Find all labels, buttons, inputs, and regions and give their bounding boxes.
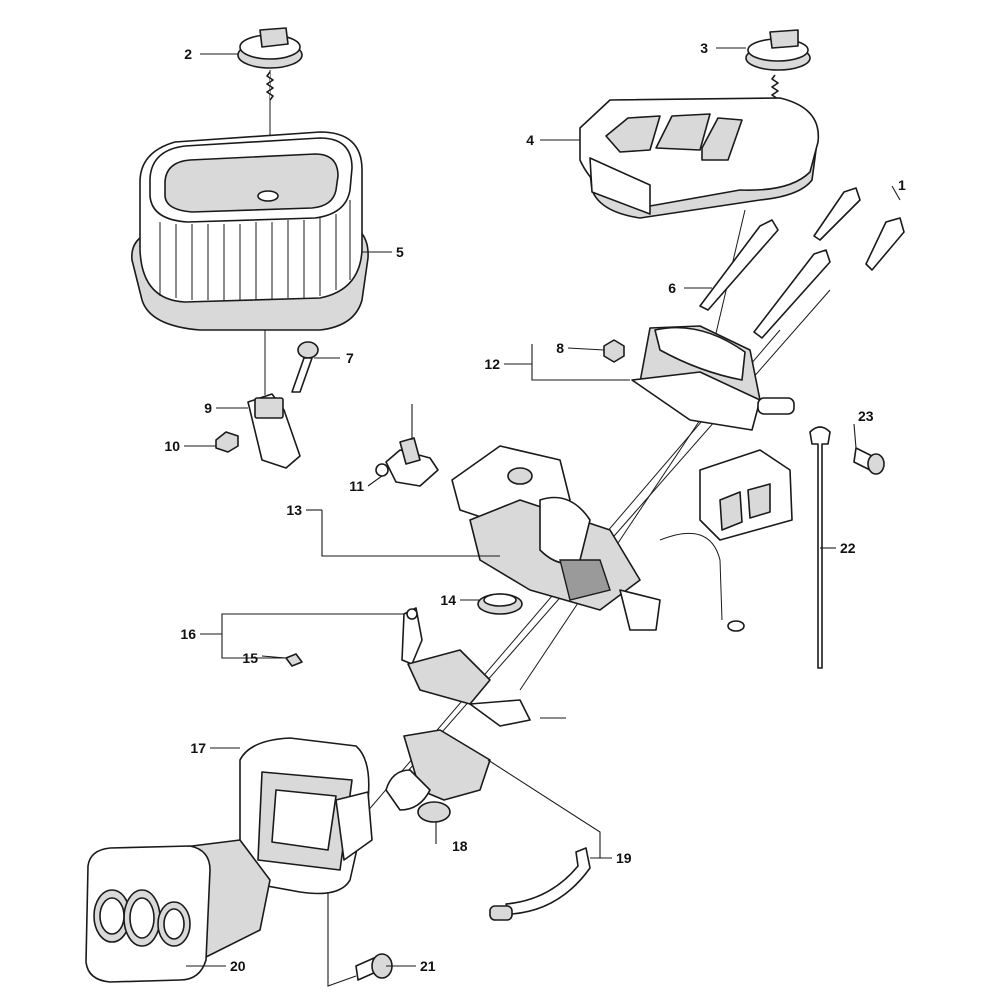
hose-part-19 (489, 847, 591, 921)
bolt-part-1 (865, 217, 905, 271)
boot-part-18 (385, 729, 491, 823)
callout-9: 9 (204, 400, 212, 416)
callout-4: 4 (526, 132, 534, 148)
air-filter-part-5 (131, 131, 369, 331)
callout-21: 21 (420, 958, 436, 974)
callout-17: 17 (190, 740, 206, 756)
callout-11: 11 (349, 478, 364, 494)
callout-2: 2 (184, 46, 192, 62)
bolts-part-6 (699, 187, 861, 339)
callout-7: 7 (346, 350, 354, 366)
callout-6: 6 (668, 280, 676, 296)
callout-14: 14 (440, 592, 456, 608)
manifold-part-20 (85, 839, 271, 983)
nut-part-8 (603, 339, 625, 363)
throttle-part-11 (375, 437, 439, 487)
nut-part-10 (215, 431, 239, 453)
carburetor-part-13 (451, 445, 745, 632)
callout-8: 8 (556, 340, 564, 356)
callout-1: 1 (898, 177, 906, 193)
filter-cover-part-4 (579, 97, 820, 219)
callout-20: 20 (230, 958, 246, 974)
callout-labels: 1 2 3 4 5 6 7 8 9 10 11 12 13 14 15 16 1… (164, 40, 906, 974)
callout-3: 3 (700, 40, 708, 56)
callout-15: 15 (242, 650, 258, 666)
screw-part-23 (853, 447, 885, 475)
callout-22: 22 (840, 540, 856, 556)
callout-10: 10 (164, 438, 180, 454)
bolt-part-7 (291, 341, 319, 393)
callout-19: 19 (616, 850, 632, 866)
leader-lines (184, 47, 901, 987)
callout-12: 12 (484, 356, 500, 372)
knob-part-3 (745, 29, 811, 104)
linkage-part-16 (401, 607, 531, 727)
bracket-right (699, 449, 793, 541)
callout-5: 5 (396, 244, 404, 260)
knob-part-2 (237, 27, 303, 200)
mount-part-12 (631, 325, 795, 431)
clip-part-15 (285, 653, 303, 667)
screw-part-21 (355, 953, 393, 981)
bracket-part-9 (247, 393, 301, 469)
ring-part-14 (477, 593, 523, 615)
callout-18: 18 (452, 838, 468, 854)
callout-16: 16 (180, 626, 196, 642)
callout-13: 13 (286, 502, 302, 518)
flange-part-17 (238, 737, 373, 895)
callout-23: 23 (858, 408, 874, 424)
